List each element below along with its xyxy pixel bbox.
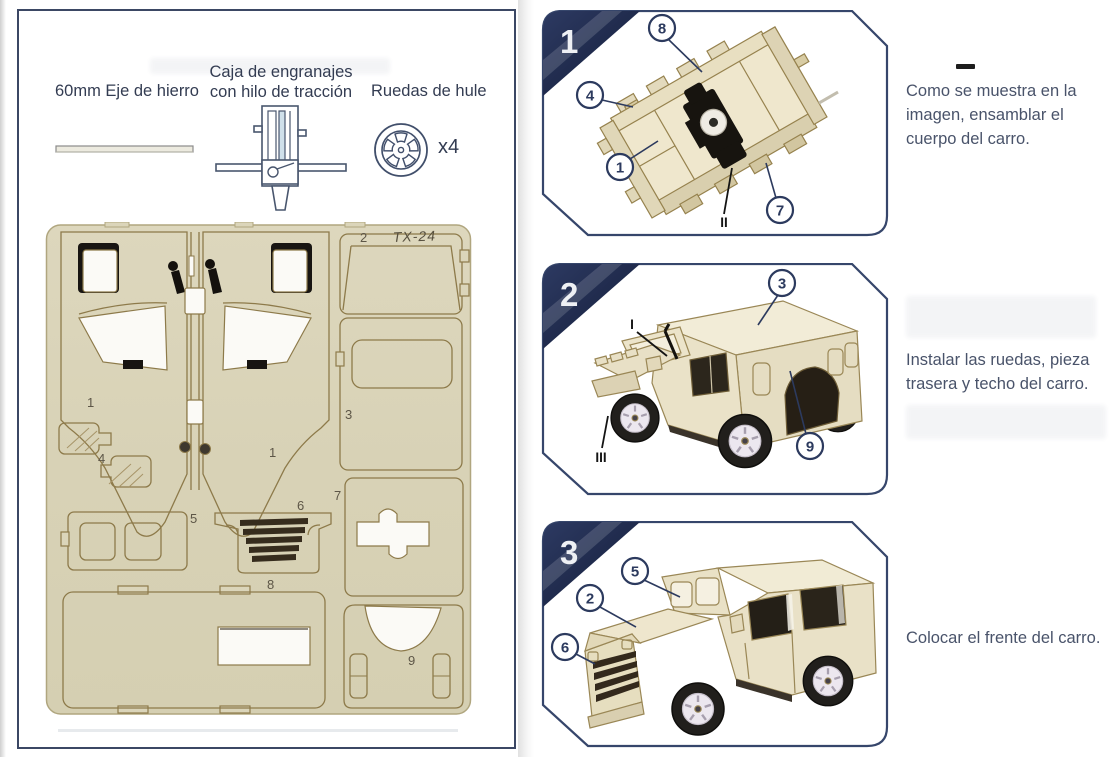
axle-mark-II: II: [720, 167, 733, 230]
step-number: 3: [560, 534, 579, 571]
step-2-instruction: Instalar las ruedas, pieza trasera y tec…: [906, 351, 1090, 393]
part-number-label: 5: [190, 511, 197, 526]
sheet-center-spine: [168, 232, 222, 490]
laser-cut-sheet: 1 1 2 TX-24 3 4 5 6 7 8 9: [45, 222, 472, 715]
step-number-tab: [543, 522, 640, 607]
step-number-tab: [543, 264, 640, 349]
part-number-label: 1: [87, 395, 94, 410]
callout-6: 6: [550, 632, 596, 665]
callout-4: 4: [575, 80, 634, 110]
axle-label: 60mm Eje de hierro: [55, 82, 199, 100]
step-number-tab: [543, 11, 640, 96]
svg-text:4: 4: [586, 88, 595, 105]
callout-3: 3: [757, 268, 797, 326]
callout-9: 9: [789, 370, 825, 461]
callout-2: 2: [575, 583, 637, 628]
page-gutter-shadow: [518, 0, 534, 757]
svg-text:8: 8: [658, 21, 666, 38]
page-left-edge-shadow: [0, 0, 6, 757]
svg-text:2: 2: [586, 591, 594, 608]
step-1-instruction: Como se muestra en la imagen, ensamblar …: [906, 82, 1077, 148]
part-5-outline: [60, 511, 188, 571]
bleed-through-artifact: [906, 405, 1106, 439]
svg-text:9: 9: [806, 439, 814, 456]
bleed-through-artifact: [906, 296, 1096, 338]
part-7-outline: [344, 477, 464, 597]
part-9-outline: [343, 604, 464, 709]
step-3-panel: 3 5 2 6: [540, 521, 890, 749]
wheel-icon: [374, 123, 428, 177]
step-number: 2: [560, 276, 579, 313]
bleed-through-artifact: [58, 729, 458, 732]
part-8-outline: [62, 585, 326, 714]
part-3-outline: [335, 317, 463, 471]
part-2-outline: [339, 233, 470, 315]
bullet-dash: [956, 64, 975, 69]
part-1-right-outline: [202, 231, 330, 537]
part-number-label: 2: [360, 230, 367, 245]
step-2-panel: 2 3 9 I III: [540, 263, 890, 497]
left-column-frame: [17, 9, 516, 749]
wheel-count: x4: [438, 136, 460, 158]
step-1-panel: 1 8 4: [540, 10, 890, 238]
svg-text:III: III: [595, 450, 606, 465]
wheels-label: Ruedas de hule: [371, 82, 487, 100]
gearbox-icon: [215, 105, 347, 211]
part-number-label: 4: [98, 451, 105, 466]
bleed-through-artifact: [150, 58, 390, 74]
part-1-left-outline: [60, 231, 188, 537]
part-number-label: 3: [345, 407, 352, 422]
step-3-instruction: Colocar el frente del carro.: [906, 629, 1101, 647]
axle-icon: [55, 145, 194, 153]
car-photo-step3: [584, 559, 877, 737]
car-photo-step2: [591, 300, 863, 469]
svg-text:3: 3: [778, 276, 786, 293]
svg-text:I: I: [630, 317, 634, 332]
callout-7: 7: [765, 162, 795, 225]
axle-mark-I: I: [630, 317, 668, 357]
svg-text:7: 7: [776, 203, 784, 220]
part-number-label: 9: [408, 653, 415, 668]
svg-text:5: 5: [631, 564, 639, 581]
part-number-label: 6: [297, 498, 304, 513]
svg-text:II: II: [720, 215, 728, 230]
step-number: 1: [560, 23, 579, 60]
callout-5: 5: [620, 556, 681, 598]
part-6-outline: [214, 512, 332, 574]
svg-text:6: 6: [561, 640, 569, 657]
callout-8: 8: [647, 13, 703, 73]
part-number-label: 1: [269, 445, 276, 460]
part-number-label: 7: [334, 488, 341, 503]
svg-text:1: 1: [616, 160, 624, 177]
callout-1: 1: [605, 140, 659, 182]
axle-mark-III: III: [595, 415, 609, 465]
gearbox-label: Caja de engranajes con hilo de tracción: [209, 63, 353, 102]
part-number-label: 8: [267, 577, 274, 592]
part-4-outline: [58, 422, 152, 488]
sheet-code: TX-24: [393, 228, 437, 245]
